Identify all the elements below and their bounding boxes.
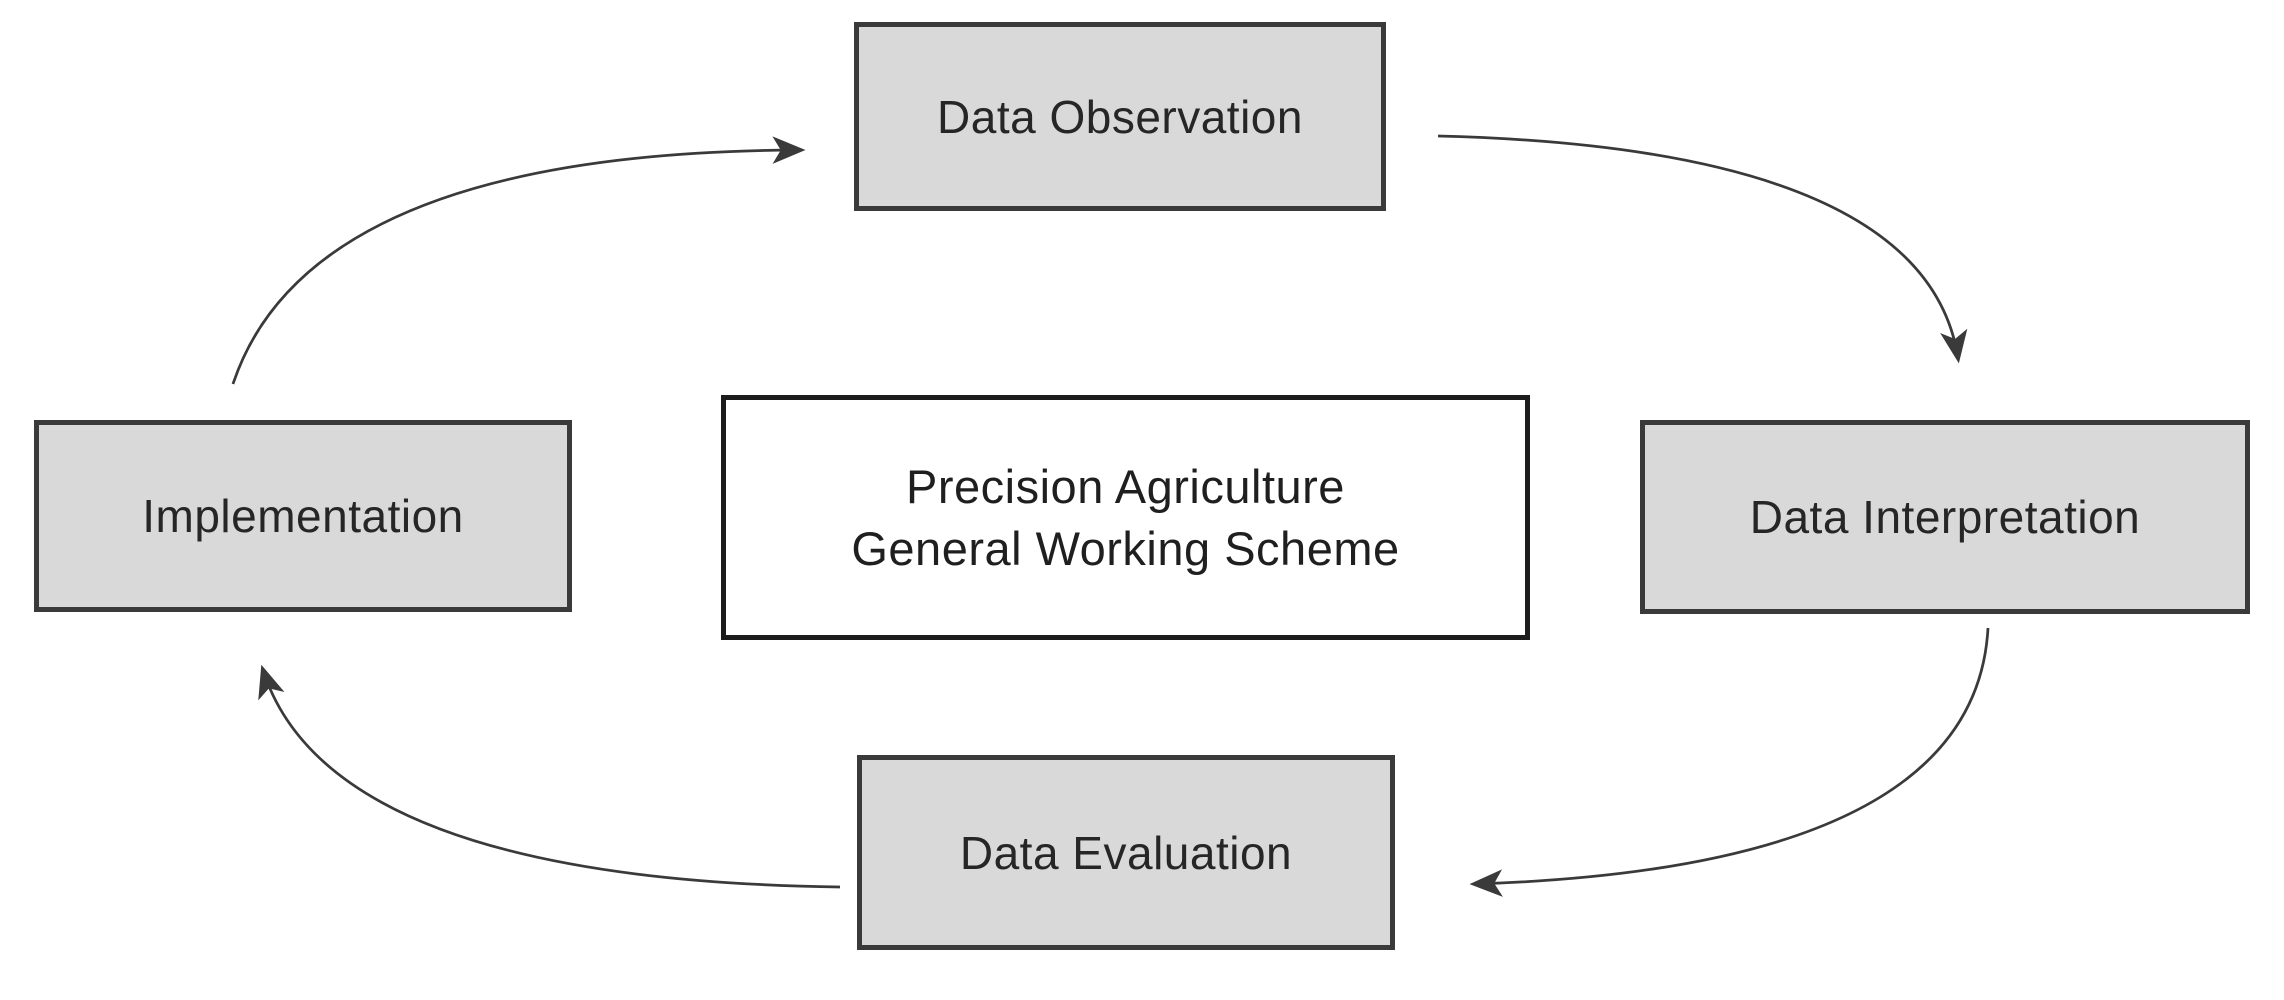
edge-implementation-to-observation-arrow xyxy=(231,136,806,385)
node-data-evaluation-label: Data Evaluation xyxy=(959,826,1293,879)
edge-interpretation-to-evaluation-arrow xyxy=(1469,627,1990,897)
node-data-evaluation: Data Evaluation xyxy=(857,755,1395,950)
node-data-observation: Data Observation xyxy=(854,22,1386,211)
node-implementation-label: Implementation xyxy=(142,490,464,542)
diagram-title-box: Precision Agriculture General Working Sc… xyxy=(721,395,1530,640)
node-data-interpretation: Data Interpretation xyxy=(1640,420,2250,614)
edge-evaluation-to-implementation-arrow xyxy=(258,664,841,889)
node-data-interpretation-label: Data Interpretation xyxy=(1749,491,2141,543)
node-implementation: Implementation xyxy=(34,420,572,612)
diagram-title-line1: Precision Agriculture xyxy=(906,459,1345,513)
diagram-title-line2: General Working Scheme xyxy=(851,521,1400,575)
edge-observation-to-interpretation-arrow xyxy=(1437,134,1968,364)
node-data-observation-label: Data Observation xyxy=(937,90,1303,143)
